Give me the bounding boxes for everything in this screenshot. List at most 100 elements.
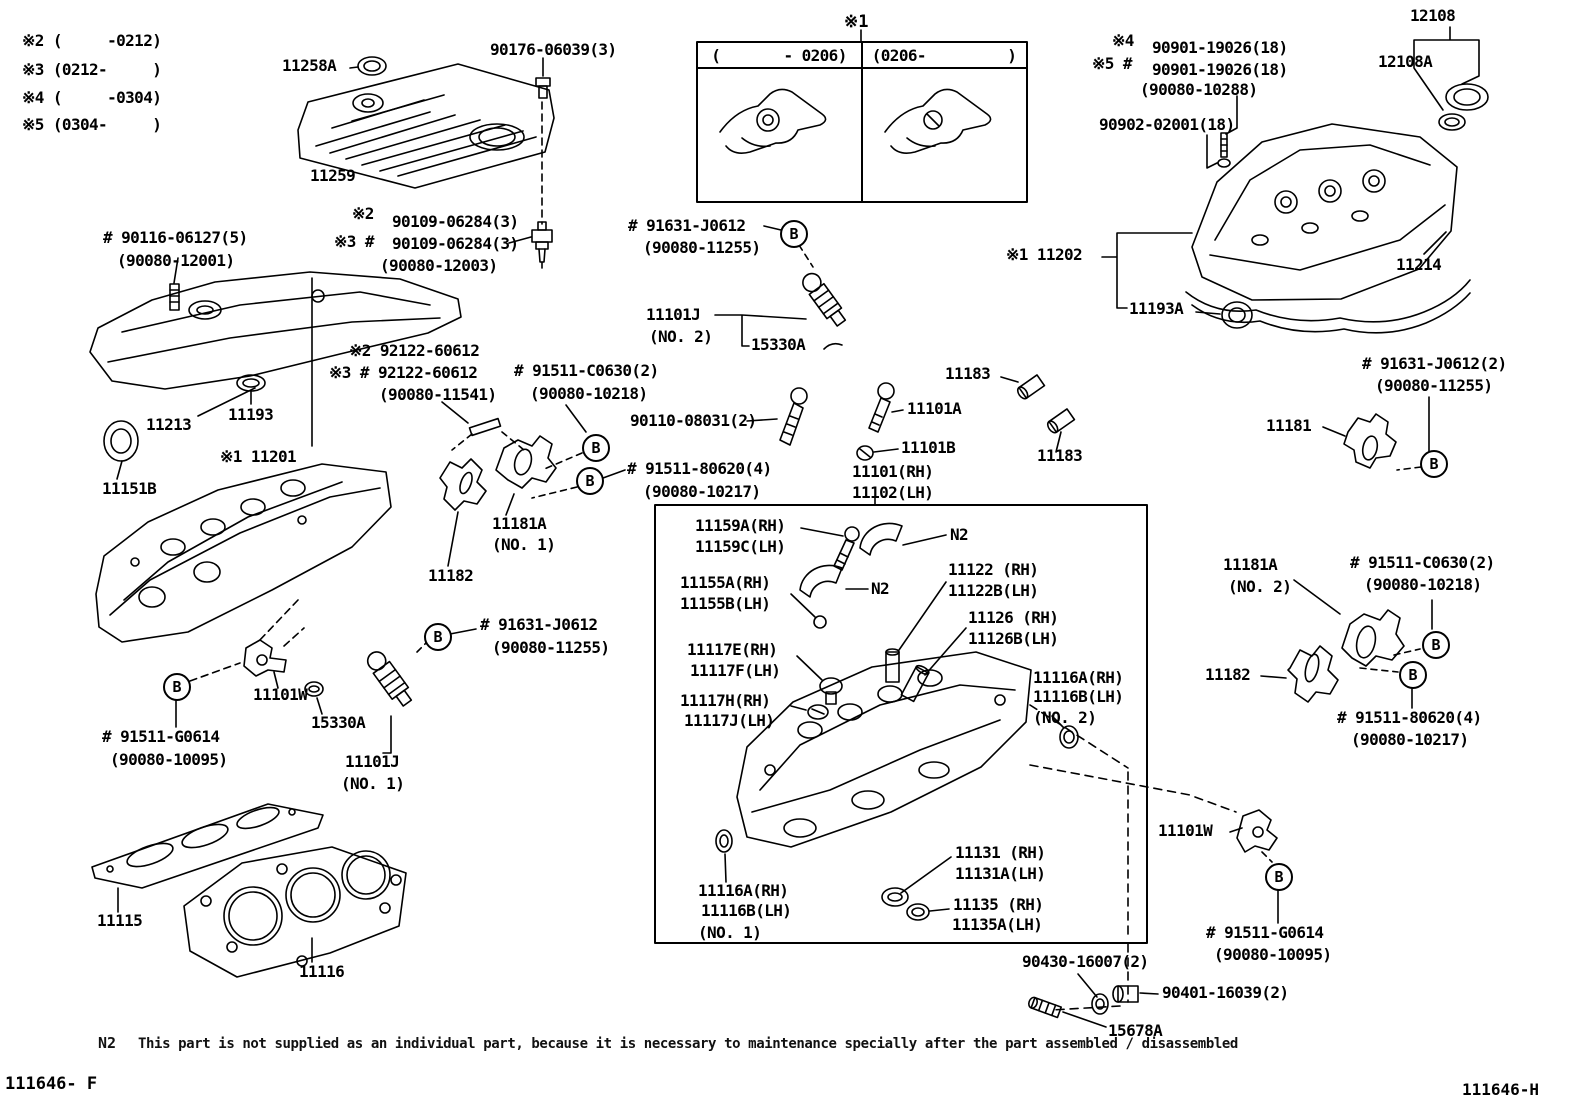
part-label: 90902-02001(18) <box>1099 115 1235 134</box>
inset-left-header: ( - 0206) <box>711 46 847 65</box>
part-label: 11155A(RH) <box>680 573 771 592</box>
part-label: (90080-10218) <box>1364 575 1482 594</box>
exhaust-gasket-11115-sketch <box>92 803 323 912</box>
cover-stud-90902-sketch <box>1207 96 1237 168</box>
part-label: 11101J <box>345 752 400 771</box>
drain-plug-set-sketch <box>1027 705 1158 1027</box>
cover-stud-90116-sketch <box>170 258 179 310</box>
b-callout-marker: B <box>424 623 452 651</box>
bracket-11182-left-sketch <box>440 459 486 566</box>
part-label: 11193 <box>228 405 274 424</box>
part-label: (NO. 1) <box>341 774 405 793</box>
oil-filler-cap-12108-sketch <box>1414 27 1488 130</box>
b-callout-marker: B <box>1265 863 1293 891</box>
part-label: ※2 ( -0212) <box>22 31 162 50</box>
part-label: ※1 11202 <box>1006 245 1083 264</box>
part-label: 11135 (RH) <box>953 895 1044 914</box>
plug-11155-sketch <box>791 594 826 628</box>
part-label: 11213 <box>146 415 192 434</box>
b-callout-marker: B <box>780 220 808 248</box>
part-label: # 91511-80620(4) <box>627 459 772 478</box>
part-label: 11183 <box>1037 446 1083 465</box>
part-label: 11117H(RH) <box>680 691 771 710</box>
part-label: ※4 <box>1112 31 1134 50</box>
part-label: 90110-08031(2) <box>630 411 757 430</box>
part-label: 11155B(LH) <box>680 594 771 613</box>
part-label: N2 <box>871 579 890 598</box>
part-label: # 91511-G0614 <box>102 727 220 746</box>
part-label: ※3 # 92122-60612 <box>329 363 478 382</box>
cover-bolt-90176-sketch <box>536 58 550 224</box>
sensor-11101W-right-sketch <box>1030 765 1278 923</box>
drawing-number-left: 111646- F <box>5 1074 98 1094</box>
part-label: 11135A(LH) <box>952 915 1043 934</box>
part-label: 11151B <box>102 479 157 498</box>
callout-bracket-11101J-no2 <box>715 226 842 349</box>
part-label: ※5 # <box>1092 54 1133 73</box>
right-valve-cover-sketch <box>1186 124 1470 333</box>
bracket-11181-sketch <box>1323 397 1429 470</box>
left-cylinder-head-sketch <box>96 464 391 642</box>
bolt-11101A-sketch <box>869 383 903 432</box>
part-label: 11117E(RH) <box>687 640 778 659</box>
seal-11116A-no1-sketch <box>716 830 732 882</box>
inset-marker: ※1 <box>844 12 869 32</box>
part-label: 11101J <box>646 305 701 324</box>
b-callout-marker: B <box>582 434 610 462</box>
dowel-11183-upper-sketch <box>1001 375 1044 401</box>
part-label: 11101A <box>907 399 962 418</box>
part-label: (NO. 1) <box>492 535 556 554</box>
cap-11117E-sketch <box>797 656 842 704</box>
part-label: (NO. 2) <box>1228 577 1292 596</box>
part-label: 90430-16007(2) <box>1022 952 1149 971</box>
parts-group-box <box>655 505 1147 943</box>
sensor-11101W-left-sketch <box>190 628 304 688</box>
engine-cover-sketch <box>298 64 554 188</box>
b-callout-marker: B <box>576 467 604 495</box>
part-label: 11116A(RH) <box>698 881 789 900</box>
part-label: (90080-11541) <box>379 385 497 404</box>
left-valve-cover-sketch <box>90 272 461 446</box>
part-label: # 91631-J0612 <box>480 615 598 634</box>
part-label: 11259 <box>310 166 356 185</box>
part-label: 11101(RH) <box>852 462 934 481</box>
part-label: 11131A(LH) <box>955 864 1046 883</box>
part-label: 11116 <box>299 962 345 981</box>
rocker-N2-right-sketch <box>860 523 946 555</box>
injector-11101J-no1-sketch <box>363 643 426 753</box>
part-label: 11181 <box>1266 416 1312 435</box>
b-callout-marker: B <box>1420 450 1448 478</box>
part-label: (90080-10218) <box>530 384 648 403</box>
b-callout-marker: B <box>163 673 191 701</box>
part-label: 12108 <box>1410 6 1456 25</box>
seal-11193-sketch <box>237 375 265 404</box>
part-label: 11126B(LH) <box>968 629 1059 648</box>
bracket-11181A-no2-sketch <box>1294 580 1432 708</box>
b-callout-marker: B <box>1399 661 1427 689</box>
inset-left-sketch <box>720 89 826 153</box>
footnote-symbol: N2 <box>98 1034 117 1052</box>
part-label: (90080-11255) <box>492 638 610 657</box>
part-label: (90080-10217) <box>643 482 761 501</box>
part-label: (90080-10217) <box>1351 730 1469 749</box>
guide-11122-sketch <box>886 582 946 682</box>
right-cylinder-head-sketch <box>737 652 1031 847</box>
part-label: 11182 <box>1205 665 1251 684</box>
part-label: ※3 # <box>334 232 375 251</box>
part-label: 90401-16039(2) <box>1162 983 1289 1002</box>
part-label: (90080-11255) <box>643 238 761 257</box>
bolt-90110-sketch <box>747 388 807 445</box>
part-label: 11122B(LH) <box>948 581 1039 600</box>
bolt-11159A-sketch <box>801 527 859 570</box>
oring-15330A-left-sketch <box>305 682 323 714</box>
part-label: 12108A <box>1378 52 1433 71</box>
part-label: ※5 (0304- ) <box>22 115 162 134</box>
part-label: 11181A <box>492 514 547 533</box>
part-label: 15330A <box>311 713 366 732</box>
part-label: 11101B <box>901 438 956 457</box>
part-label: (NO. 2) <box>1033 708 1097 727</box>
part-label: # 91511-C0630(2) <box>514 361 659 380</box>
